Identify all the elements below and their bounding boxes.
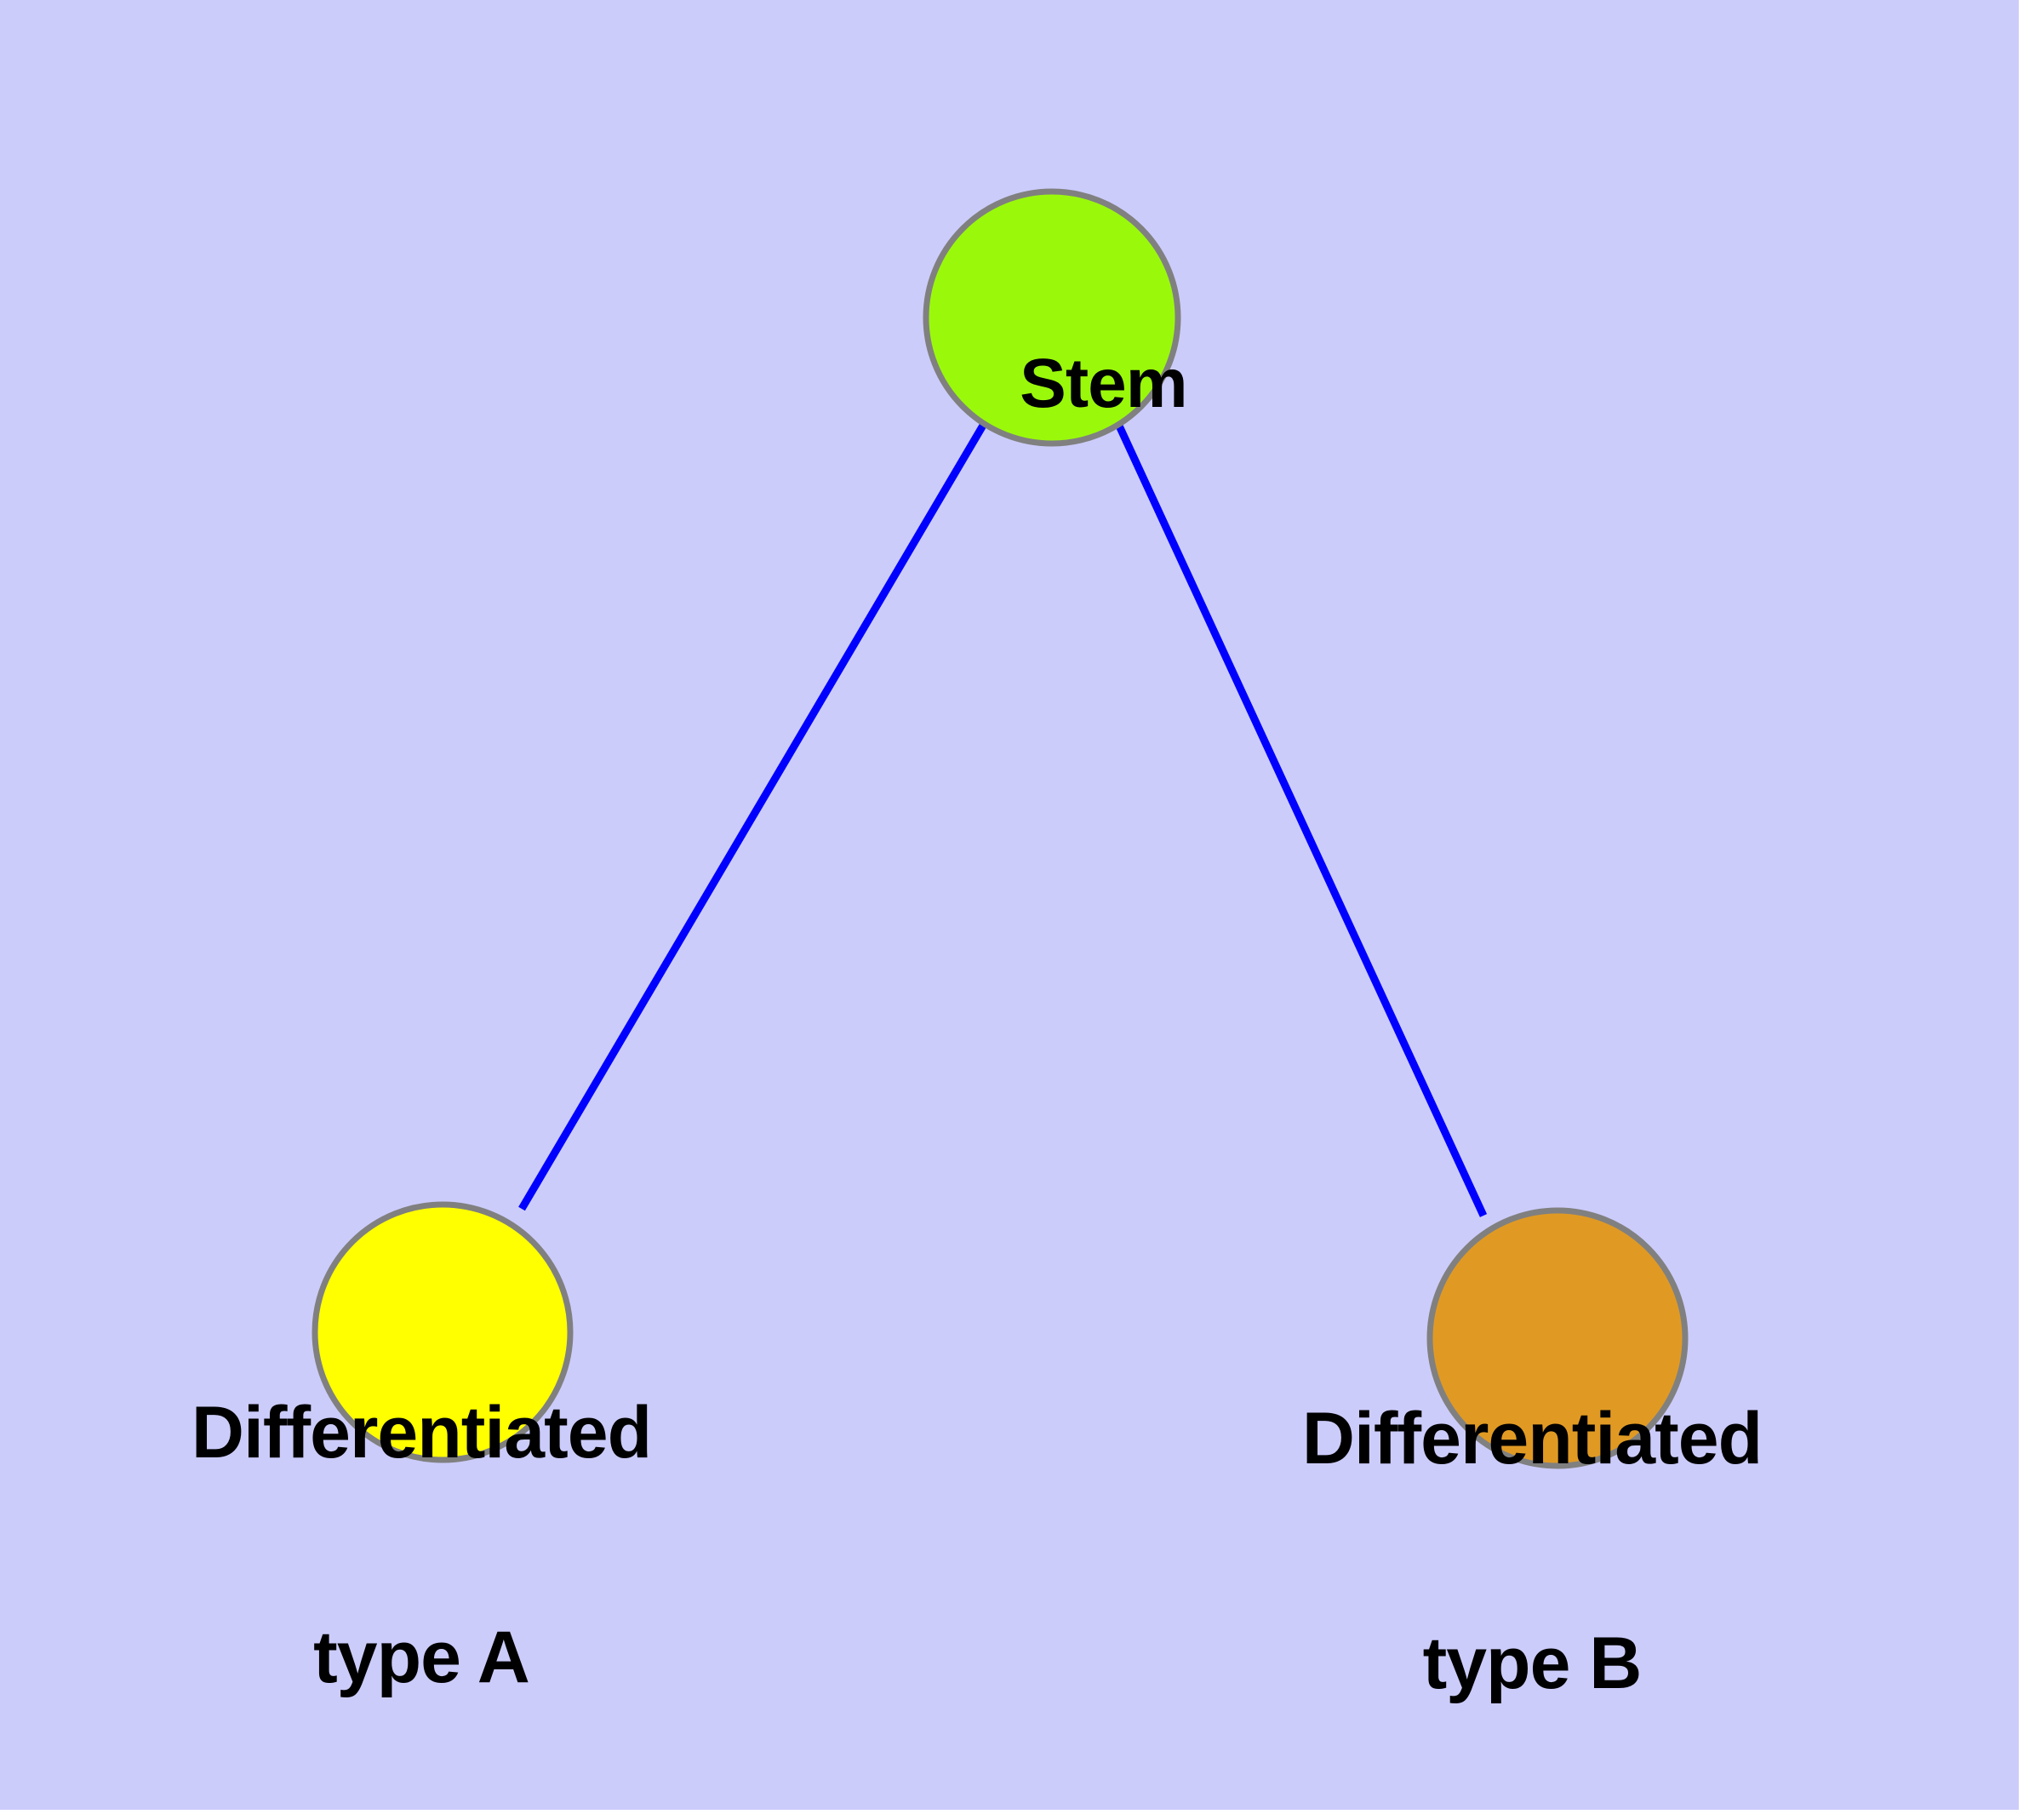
node-layer: [311, 188, 1689, 1469]
node-differentiated-type-a[interactable]: [311, 1201, 574, 1463]
edge-layer: [518, 421, 1488, 1217]
node-stem[interactable]: [923, 188, 1181, 447]
edge-stem-to-differentiated-type-b[interactable]: [1114, 422, 1488, 1217]
node-differentiated-type-b[interactable]: [1426, 1207, 1689, 1469]
edge-stem-to-differentiated-type-a[interactable]: [518, 421, 987, 1211]
